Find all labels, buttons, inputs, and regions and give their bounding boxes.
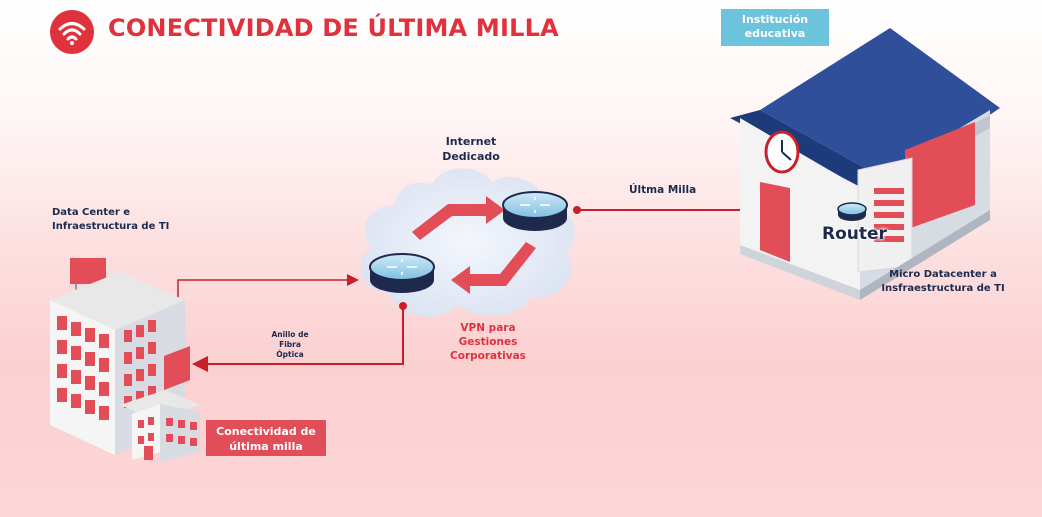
data-center-label: Data Center e Infraestructura de TI (52, 207, 170, 232)
school-building (730, 28, 1000, 300)
wifi-icon (50, 10, 94, 54)
page-title: CONECTIVIDAD DE ÚLTIMA MILLA (108, 14, 559, 42)
micro-datacenter-label: Micro Datacenter a Insfraestructura de T… (881, 269, 1005, 294)
institution-badge: Institución educativa (721, 9, 829, 46)
data-center-building (50, 258, 200, 462)
vpn-label: VPN para Gestiones Corporativas (450, 322, 526, 362)
clock-icon (764, 130, 800, 174)
router-label: Router (822, 224, 887, 244)
fiber-ring-label: Anillo de Fibra Óptica (271, 330, 309, 359)
internet-label: Internet Dedicado (442, 135, 500, 163)
router-internet-bottom (369, 253, 435, 293)
router-school (837, 202, 867, 221)
router-internet-top (502, 191, 568, 231)
exchange-arrows (412, 196, 536, 294)
last-mile-label: Últma Milla (629, 184, 697, 196)
connectivity-badge: Conectividad de última milla (206, 420, 326, 456)
fiber-ring-lines (177, 274, 407, 372)
internet-cloud (360, 168, 575, 318)
